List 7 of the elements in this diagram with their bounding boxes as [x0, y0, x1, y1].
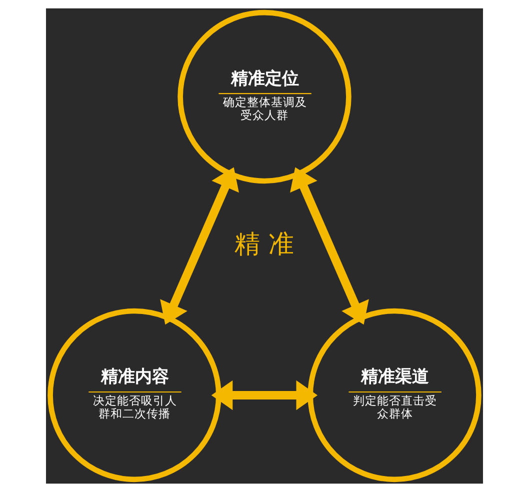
arrow — [211, 380, 318, 410]
arrow — [290, 167, 369, 325]
node-circle: 精准定位 确定整体基调及受众人群 — [178, 10, 352, 184]
node-circle: 精准渠道 判定能否直击受众群体 — [308, 308, 482, 482]
label: 精 准 — [234, 230, 295, 260]
arrow — [160, 167, 239, 325]
node-circle: 精准内容 决定能否吸引人群和二次传播 — [48, 308, 222, 482]
